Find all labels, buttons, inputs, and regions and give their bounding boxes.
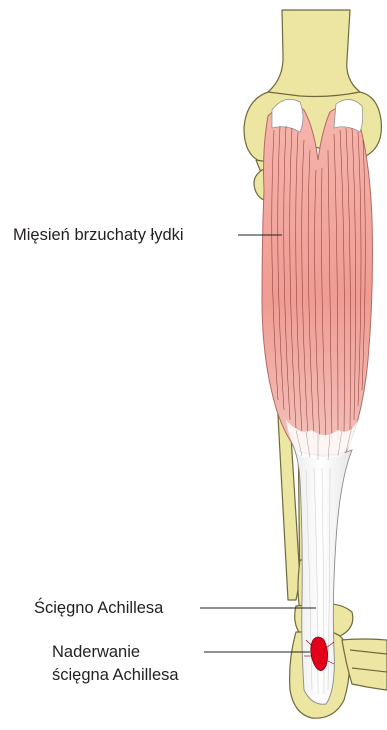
label-tear-line2: ścięgna Achillesa [52,666,179,684]
label-tear-line1: Naderwanie [52,643,140,661]
label-achilles-tendon: Ścięgno Achillesa [34,598,164,617]
label-gastrocnemius: Mięsień brzuchaty łydki [13,226,184,244]
gastrocnemius-muscle [262,99,373,460]
foot-bones [342,639,387,690]
femur [268,10,360,98]
lateral-head-origin [334,99,363,132]
